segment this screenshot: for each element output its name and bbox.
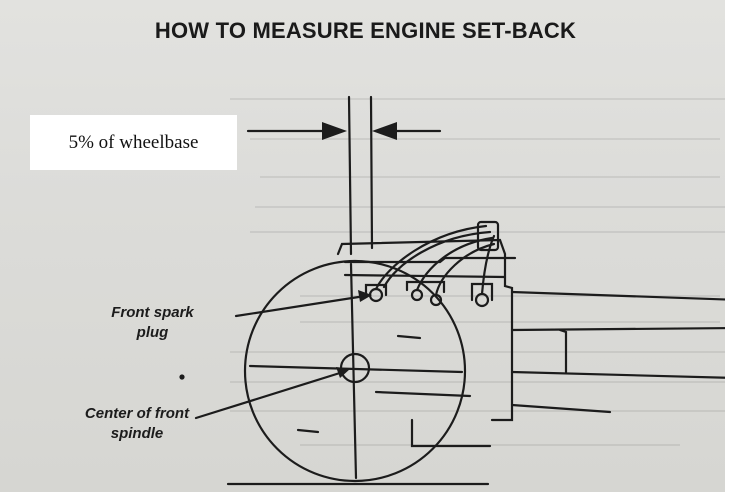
- frame-line-lower: [510, 403, 612, 414]
- page-title: HOW TO MEASURE ENGINE SET-BACK: [154, 18, 577, 43]
- wheel-vertical-axis: [349, 262, 358, 480]
- wheel-horizontal-axis: [248, 364, 464, 374]
- label-line: spindle: [110, 425, 164, 442]
- rim-mark: [296, 428, 320, 434]
- spark-plug-4: [474, 292, 490, 308]
- label-line: Front spark: [111, 304, 194, 321]
- transmission-mid-edge: [510, 326, 731, 332]
- plug-wire-4: [480, 234, 496, 296]
- bleed-line: [300, 321, 720, 323]
- bleed-line: [250, 138, 720, 140]
- arrow-head-right: [322, 122, 347, 140]
- engine-block-outline: [336, 238, 514, 422]
- cylinder-head-line: [343, 256, 507, 264]
- extension-line-plug: [369, 95, 374, 250]
- spark-plug-boss-1: [364, 283, 388, 297]
- wheel-outline: [243, 259, 467, 483]
- stray-dot: [179, 374, 185, 380]
- engine-detail: [558, 328, 568, 374]
- leader-arrow-spark-plug: [358, 290, 372, 302]
- bleed-line: [230, 410, 725, 412]
- extension-line-axle: [347, 95, 353, 256]
- rim-mark: [396, 334, 422, 340]
- arrow-head-left: [372, 122, 397, 140]
- frame-line-upper: [510, 370, 731, 379]
- bleed-line: [230, 381, 725, 383]
- suspension-bracket: [410, 418, 492, 448]
- leader-spark-plug: [234, 294, 367, 318]
- bleed-line: [300, 295, 720, 297]
- leader-arrow-spindle: [336, 367, 350, 378]
- label-line: Center of front: [84, 405, 190, 422]
- bleed-line: [230, 98, 730, 100]
- bleed-line: [260, 176, 720, 178]
- distributor-cap: [476, 220, 500, 252]
- plug-wire-1: [374, 224, 488, 291]
- wheelbase-callout: 5% of wheelbase: [30, 115, 237, 170]
- right-border: [725, 0, 731, 492]
- label-center-of-front-spindle: Center of front spindle: [62, 404, 212, 444]
- control-arm: [374, 390, 472, 398]
- plug-wire-1b: [382, 230, 492, 289]
- plug-wire-3: [434, 242, 496, 297]
- label-line: plug: [136, 324, 169, 341]
- spark-plug-2: [410, 288, 424, 302]
- transmission-top-edge: [510, 290, 731, 301]
- bleed-line: [230, 351, 725, 353]
- spark-plug-boss-2: [405, 280, 446, 294]
- bleed-line: [255, 206, 725, 208]
- label-front-spark-plug: Front spark plug: [70, 303, 235, 343]
- leader-spindle: [194, 370, 345, 420]
